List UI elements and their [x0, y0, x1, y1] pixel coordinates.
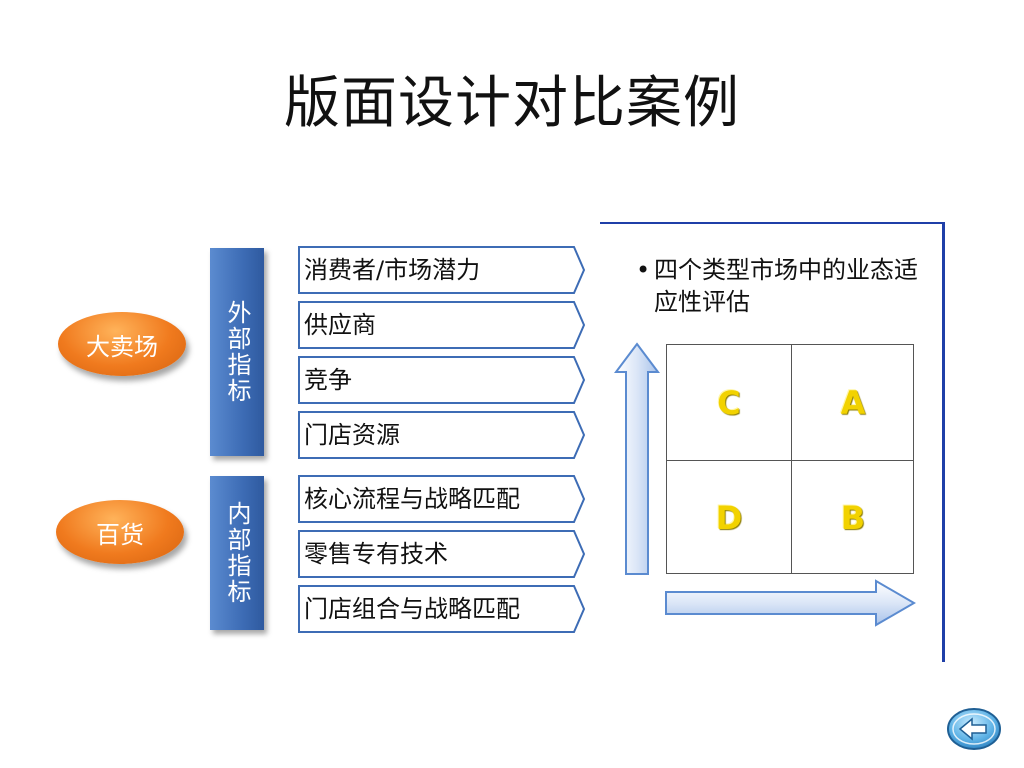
horizontal-axis-arrow — [665, 579, 916, 627]
back-button[interactable] — [946, 706, 1002, 752]
matrix-divider-horizontal — [667, 460, 913, 461]
indicator-chevron: 核心流程与战略匹配 — [298, 475, 586, 523]
indicator-label: 门店资源 — [304, 421, 400, 449]
format-oval-department-store: 百货 — [56, 500, 184, 564]
internal-indicators-bar: 内部指标 — [210, 476, 264, 630]
external-indicators-label: 外部指标 — [223, 300, 251, 404]
quadrant-matrix: C A D B — [666, 344, 914, 574]
matrix-divider-vertical — [791, 345, 792, 573]
indicator-label: 竞争 — [304, 366, 352, 394]
indicator-chevron: 门店资源 — [298, 411, 586, 459]
internal-indicators-label: 内部指标 — [223, 501, 251, 605]
external-indicators-bar: 外部指标 — [210, 248, 264, 456]
indicator-chevron: 零售专有技术 — [298, 530, 586, 578]
vertical-axis-arrow — [614, 342, 660, 575]
format-oval-hypermarket: 大卖场 — [58, 312, 186, 376]
indicator-label: 核心流程与战略匹配 — [304, 485, 520, 513]
quadrant-bottom-left: D — [715, 498, 743, 537]
panel-frame-top — [600, 222, 944, 224]
indicator-chevron: 竞争 — [298, 356, 586, 404]
slide-title: 版面设计对比案例 — [284, 71, 740, 136]
panel-frame-right — [942, 222, 945, 662]
back-arrow-icon — [947, 708, 1001, 750]
indicator-label: 零售专有技术 — [304, 540, 448, 568]
quadrant-top-right: A — [840, 383, 866, 422]
bullet-dot: • — [636, 256, 651, 284]
indicator-chevron: 门店组合与战略匹配 — [298, 585, 586, 633]
quadrant-bottom-right: B — [840, 498, 866, 537]
indicator-chevron: 消费者/市场潜力 — [298, 246, 586, 294]
quadrant-top-left: C — [717, 383, 741, 422]
panel-bullet-text: 四个类型市场中的业态适应性评估 — [654, 256, 918, 316]
indicator-label: 门店组合与战略匹配 — [304, 595, 520, 623]
indicator-label: 供应商 — [304, 311, 376, 339]
indicator-chevron: 供应商 — [298, 301, 586, 349]
indicator-label: 消费者/市场潜力 — [304, 256, 481, 284]
